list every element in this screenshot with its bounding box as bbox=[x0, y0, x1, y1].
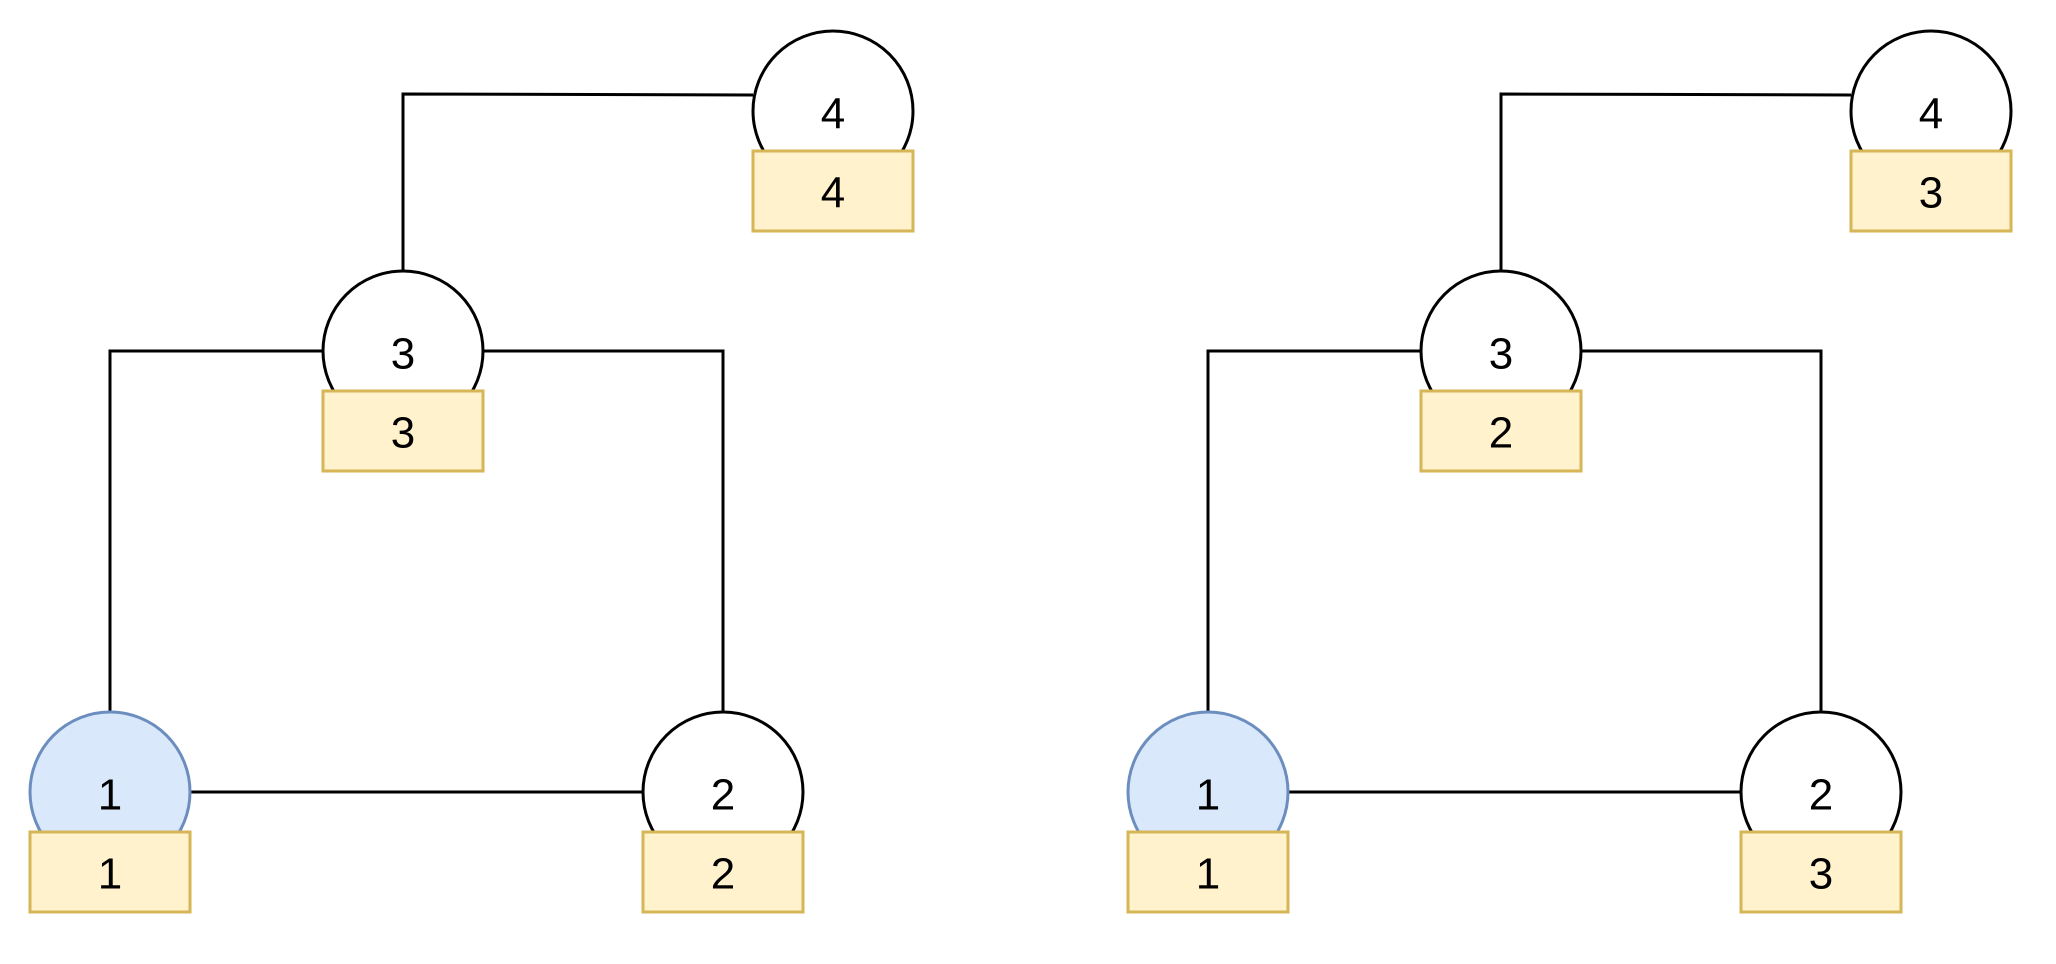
node-value-box bbox=[1739, 830, 1903, 914]
node-value-label: 4 bbox=[821, 169, 845, 218]
node-label: 2 bbox=[711, 771, 735, 820]
node-2[interactable]: 22 bbox=[641, 710, 805, 914]
node-value-box bbox=[1419, 389, 1583, 473]
node-label: 3 bbox=[391, 330, 415, 379]
node-value-label: 2 bbox=[1489, 409, 1513, 458]
node-label: 1 bbox=[98, 771, 122, 820]
node-value-label: 3 bbox=[391, 409, 415, 458]
edge-2-3 bbox=[483, 349, 725, 712]
node-value-label: 1 bbox=[98, 850, 122, 899]
node-value-label: 3 bbox=[1809, 850, 1833, 899]
node-value-label: 3 bbox=[1919, 169, 1943, 218]
node-value-box bbox=[1126, 830, 1290, 914]
node-4[interactable]: 43 bbox=[1849, 29, 2013, 233]
node-label: 4 bbox=[821, 90, 845, 139]
node-value-box bbox=[321, 389, 485, 473]
edge-1-3 bbox=[1206, 349, 1421, 712]
node-4[interactable]: 44 bbox=[751, 29, 915, 233]
node-value-label: 2 bbox=[711, 850, 735, 899]
node-value-box bbox=[751, 149, 915, 233]
node-label: 4 bbox=[1919, 90, 1943, 139]
node-label: 3 bbox=[1489, 330, 1513, 379]
edge-1-3 bbox=[108, 349, 323, 712]
node-3[interactable]: 32 bbox=[1419, 269, 1583, 473]
node-1[interactable]: 11 bbox=[1126, 710, 1290, 914]
node-value-box bbox=[641, 830, 805, 914]
edge-3-4 bbox=[401, 92, 754, 271]
node-value-label: 1 bbox=[1196, 850, 1220, 899]
node-1[interactable]: 11 bbox=[28, 710, 192, 914]
node-value-box bbox=[28, 830, 192, 914]
edge-2-3 bbox=[1581, 349, 1823, 712]
node-2[interactable]: 23 bbox=[1739, 710, 1903, 914]
node-value-box bbox=[1849, 149, 2013, 233]
node-3[interactable]: 33 bbox=[321, 269, 485, 473]
edge-3-4 bbox=[1499, 92, 1852, 271]
node-label: 1 bbox=[1196, 771, 1220, 820]
node-label: 2 bbox=[1809, 771, 1833, 820]
